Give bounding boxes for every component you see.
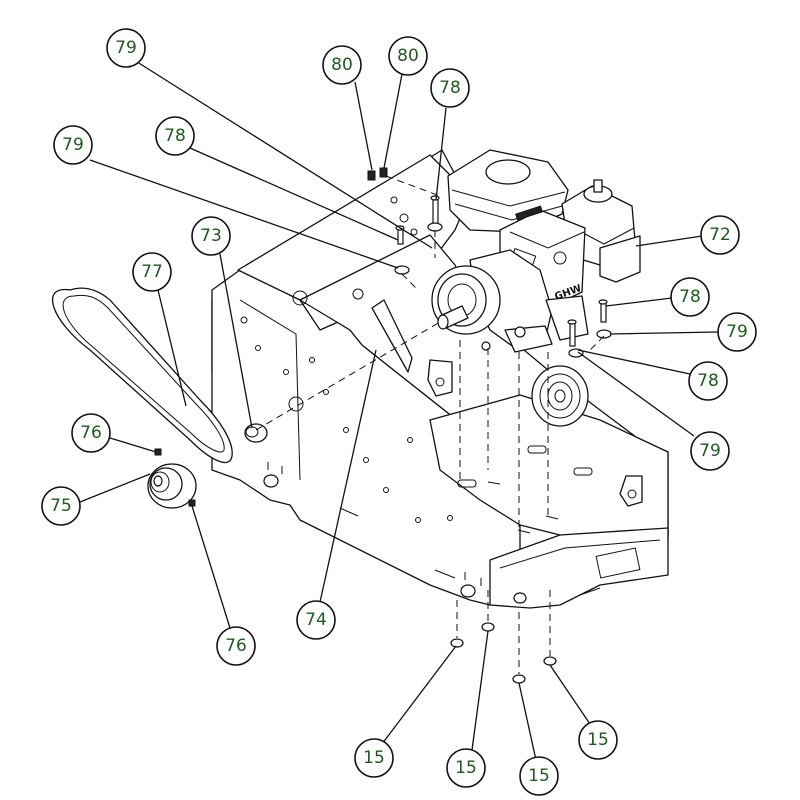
callout-77: 77 bbox=[132, 252, 172, 292]
assembly-lines bbox=[255, 175, 605, 674]
callout-76-upper: 76 bbox=[71, 413, 111, 453]
callout-78-right-upper: 78 bbox=[670, 277, 710, 317]
callout-80-left: 80 bbox=[322, 45, 362, 85]
callout-label: 76 bbox=[80, 423, 102, 443]
callout-label: 15 bbox=[363, 748, 385, 768]
callout-label: 75 bbox=[50, 496, 72, 516]
callout-label: 74 bbox=[305, 610, 327, 630]
frame-holes bbox=[240, 196, 453, 523]
callout-72: 72 bbox=[700, 215, 740, 255]
callout-80-right: 80 bbox=[388, 36, 428, 76]
callout-79-top: 79 bbox=[106, 28, 146, 68]
leader-lines bbox=[79, 59, 719, 761]
callout-78-top-left: 78 bbox=[155, 116, 195, 156]
callout-73: 73 bbox=[191, 216, 231, 256]
base-slots bbox=[457, 445, 593, 534]
callout-15-b: 15 bbox=[446, 748, 486, 788]
mount-hardware bbox=[367, 167, 612, 684]
callout-label: 79 bbox=[62, 135, 84, 155]
fan-disk bbox=[531, 365, 589, 427]
callout-label: 79 bbox=[726, 322, 748, 342]
callout-label: 77 bbox=[141, 262, 163, 282]
callout-label: 80 bbox=[397, 46, 419, 66]
callout-15-d: 15 bbox=[578, 720, 618, 760]
callout-label: 78 bbox=[679, 287, 701, 307]
engine: GHW bbox=[431, 149, 641, 353]
callout-label: 79 bbox=[115, 38, 137, 58]
callout-78-right-lower: 78 bbox=[688, 361, 728, 401]
callout-79-right-upper: 79 bbox=[717, 312, 757, 352]
callout-label: 79 bbox=[699, 441, 721, 461]
shaft-bushing bbox=[244, 423, 268, 443]
callout-15-c: 15 bbox=[519, 756, 559, 796]
chassis-frame bbox=[211, 149, 669, 609]
callout-label: 78 bbox=[697, 371, 719, 391]
drive-belt bbox=[52, 287, 233, 464]
callout-75: 75 bbox=[41, 486, 81, 526]
callout-label: 72 bbox=[709, 225, 731, 245]
callout-79-left: 79 bbox=[53, 125, 93, 165]
callout-79-right-lower: 79 bbox=[690, 431, 730, 471]
callout-label: 76 bbox=[225, 636, 247, 656]
callout-label: 78 bbox=[439, 78, 461, 98]
callout-78-top-right: 78 bbox=[430, 68, 470, 108]
drive-pulley bbox=[147, 448, 197, 509]
callout-label: 15 bbox=[455, 758, 477, 778]
callout-74: 74 bbox=[296, 600, 336, 640]
callout-label: 15 bbox=[528, 766, 550, 786]
callout-15-a: 15 bbox=[354, 738, 394, 778]
callout-label: 78 bbox=[164, 126, 186, 146]
callout-76-lower: 76 bbox=[216, 626, 256, 666]
callout-label: 15 bbox=[587, 730, 609, 750]
callout-label: 73 bbox=[200, 226, 222, 246]
callout-label: 80 bbox=[331, 55, 353, 75]
